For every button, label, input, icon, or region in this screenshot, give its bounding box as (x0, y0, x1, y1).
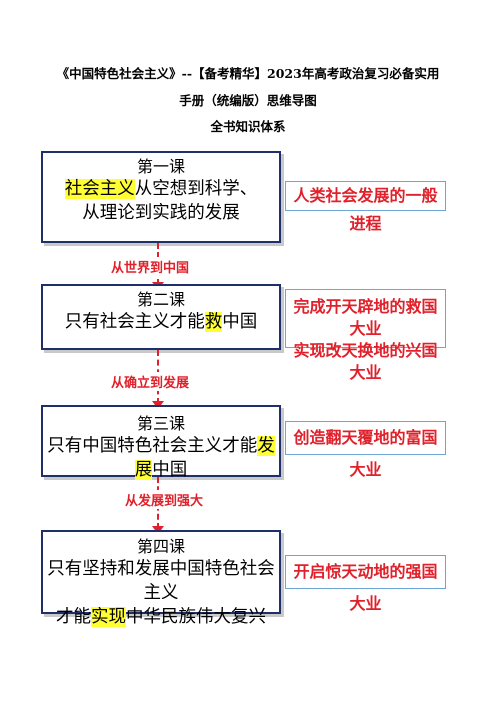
lesson-2-title: 只有社会主义才能救中国 (43, 310, 279, 334)
lesson-1-box: 第一课 社会主义从空想到科学、 从理论到实践的发展 (41, 151, 281, 243)
lesson-2-post: 中国 (222, 312, 258, 332)
lesson-3-side-box: 创造翻天覆地的富国大业 (285, 421, 446, 479)
lesson-4-title: 只有坚持和发展中国特色社会主义 才能实现中华民族伟大复兴 (43, 557, 279, 629)
lesson-2-box: 第二课 只有社会主义才能救中国 (41, 284, 281, 350)
lesson-3-pre: 只有中国特色社会主义才能 (47, 436, 258, 456)
document-title-line1: 《中国特色社会主义》--【备考精华】2023年高考政治复习必备实用 (56, 66, 440, 81)
lesson-3-side-text: 创造翻天覆地的富国大业 (293, 428, 438, 479)
connector-2-label: 从确立到发展 (110, 372, 191, 391)
lesson-3-heading: 第三课 (136, 414, 185, 433)
lesson-2-side-text-1: 完成开天辟地的救国大业 (293, 297, 438, 338)
lesson-1-heading: 第一课 (136, 157, 185, 176)
document-title-line2: 手册（统编版）思维导图 (179, 93, 317, 108)
lesson-1-title: 社会主义从空想到科学、 从理论到实践的发展 (43, 177, 279, 225)
lesson-4-post: 中华民族伟大复兴 (126, 607, 266, 627)
lesson-1-line1-rest: 从空想到科学、 (134, 179, 258, 199)
lesson-1-side-box: 人类社会发展的一般进程 (285, 181, 446, 233)
lesson-4-pre: 才能 (56, 607, 91, 627)
lesson-4-box: 第四课 只有坚持和发展中国特色社会主义 才能实现中华民族伟大复兴 (41, 530, 281, 627)
lesson-2-heading: 第二课 (136, 290, 185, 309)
lesson-2-pre: 只有社会主义才能 (64, 312, 205, 332)
lesson-4-highlight: 实现 (91, 607, 126, 627)
section-subtitle: 全书知识体系 (210, 119, 286, 134)
lesson-3-box: 第三课 只有中国特色社会主义才能发展中国 (41, 405, 281, 480)
lesson-1-highlight: 社会主义 (64, 179, 135, 199)
lesson-4-side-text: 开启惊天动地的强国大业 (293, 562, 438, 613)
lesson-2-side-text-2: 实现改天换地的兴国大业 (293, 341, 438, 382)
lesson-4-side-box: 开启惊天动地的强国大业 (285, 555, 446, 613)
lesson-4-heading: 第四课 (136, 537, 185, 556)
lesson-3-post: 中国 (152, 460, 188, 480)
connector-3-label: 从发展到强大 (124, 490, 205, 509)
lesson-2-side-box: 完成开天辟地的救国大业 实现改天换地的兴国大业 (285, 289, 446, 382)
lesson-3-title: 只有中国特色社会主义才能发展中国 (43, 434, 279, 482)
lesson-4-line1: 只有坚持和发展中国特色社会主义 (47, 559, 275, 603)
lesson-1-line2: 从理论到实践的发展 (82, 203, 240, 223)
lesson-1-side-text: 人类社会发展的一般进程 (293, 186, 438, 233)
connector-1-label: 从世界到中国 (110, 257, 191, 276)
lesson-2-highlight: 救 (204, 312, 223, 332)
